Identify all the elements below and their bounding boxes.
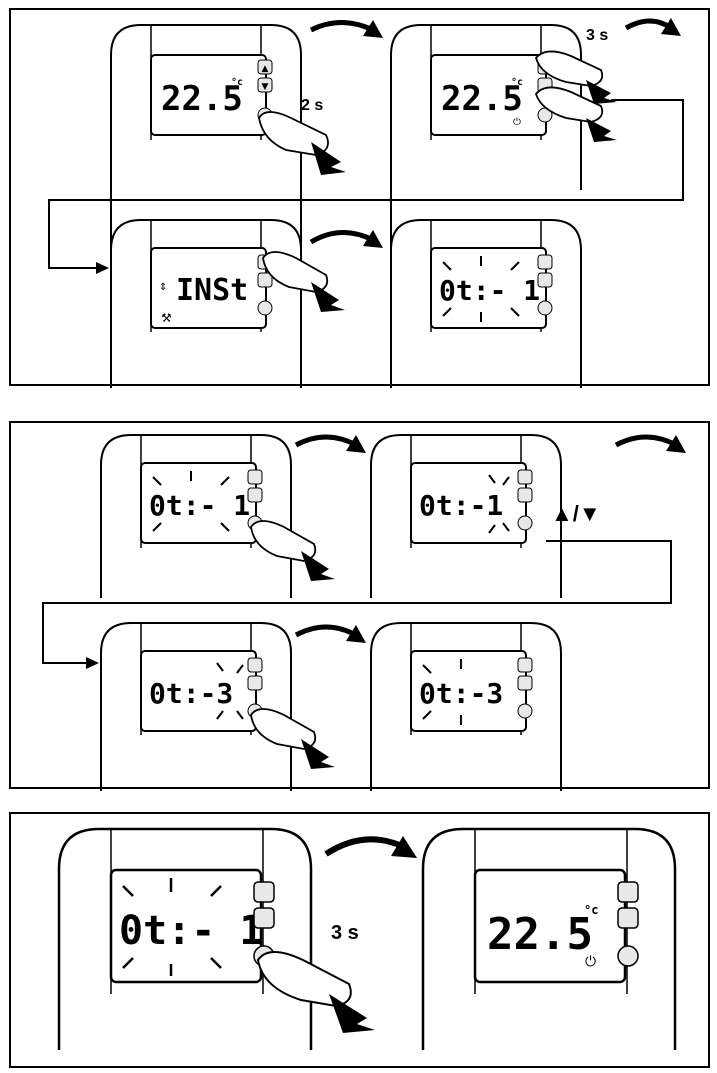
up-button[interactable] xyxy=(253,881,275,903)
lcd-ot-value: 0t:-3 xyxy=(419,677,503,710)
curved-arrow-icon xyxy=(294,624,358,638)
up-button[interactable] xyxy=(247,657,263,673)
lcd-screen xyxy=(410,462,527,544)
thermostat-device: 0t:-1 xyxy=(370,434,562,598)
down-button[interactable] xyxy=(617,907,639,929)
press-duration-label: 3 s xyxy=(586,27,608,44)
up-down-buttons-label: ▲/▼ xyxy=(551,501,601,526)
down-button[interactable] xyxy=(253,907,275,929)
down-button[interactable] xyxy=(247,487,263,503)
lcd-ot-value: 0t:- 1 xyxy=(439,274,540,307)
step-2-diagram: 0t:- 1 0t:-1 ▲/▼ 0t:-3 xyxy=(42,434,686,791)
thermostat-device: 0t:- 1 xyxy=(390,219,582,388)
down-button[interactable] xyxy=(257,77,273,93)
up-button[interactable] xyxy=(517,469,533,485)
finger-press-icon xyxy=(258,111,346,175)
lcd-unit: °c xyxy=(584,903,598,917)
down-button[interactable] xyxy=(517,675,533,691)
up-button[interactable] xyxy=(517,657,533,673)
thermostat-device: ⇕ INSt ⚒ xyxy=(110,219,302,388)
finger-press-icon xyxy=(256,951,375,1033)
lcd-screen xyxy=(150,247,267,329)
curved-arrow-icon xyxy=(614,434,678,448)
lcd-unit: °c xyxy=(511,77,523,88)
wrench-icon: ⚒ xyxy=(161,311,172,325)
down-button[interactable] xyxy=(257,272,273,288)
two-finger-press-icon xyxy=(534,50,617,142)
press-duration-label: 2 s xyxy=(301,97,323,114)
power-button[interactable] xyxy=(537,300,553,316)
power-button[interactable] xyxy=(617,945,639,967)
lcd-ot-value: 0t:- 1 xyxy=(149,489,250,522)
blink-indicator xyxy=(442,256,520,322)
updown-indicator-icon: ⇕ xyxy=(159,282,167,293)
lcd-ot-value: 0t:-1 xyxy=(419,489,503,522)
lcd-temperature: 22.5 xyxy=(441,79,523,119)
thermostat-device: 0t:-3 xyxy=(100,622,292,791)
up-button[interactable] xyxy=(537,254,553,270)
lcd-unit: °c xyxy=(231,77,243,88)
up-button[interactable] xyxy=(257,59,273,75)
lcd-ot-value: 0t:-3 xyxy=(149,677,233,710)
curved-arrow-icon xyxy=(309,20,375,33)
thermostat-device: 0t:- 1 xyxy=(100,434,292,598)
finger-press-icon xyxy=(250,520,335,581)
step-panel-3: 0t:- 1 3 s 22.5 °c ⏻ xyxy=(9,812,710,1068)
down-button[interactable] xyxy=(537,272,553,288)
finger-press-icon xyxy=(250,708,335,769)
thermostat-device: 0t:- 1 xyxy=(57,827,313,1050)
lcd-screen xyxy=(410,650,527,732)
finger-press-icon xyxy=(262,251,345,312)
lcd-temperature: 22.5 xyxy=(161,79,243,119)
down-button[interactable] xyxy=(247,675,263,691)
up-button[interactable] xyxy=(247,469,263,485)
flow-connector xyxy=(42,540,672,664)
lcd-screen xyxy=(140,462,257,544)
power-indicator-icon: ⏻ xyxy=(585,954,596,970)
lcd-screen xyxy=(150,54,267,136)
curved-arrow-icon xyxy=(309,229,375,245)
step-3-diagram: 0t:- 1 3 s 22.5 °c ⏻ xyxy=(57,827,677,1050)
press-duration-label: 3 s xyxy=(331,922,359,944)
curved-arrow-icon xyxy=(294,434,358,448)
thermostat-device: 0t:-3 xyxy=(370,622,562,791)
flow-connector xyxy=(48,99,684,269)
arrow-up-icon: ▲ xyxy=(262,64,269,74)
lcd-screen xyxy=(140,650,257,732)
power-button[interactable] xyxy=(257,300,273,316)
step-1-diagram: 22.5 °c ▲ ▼ ⏻ 2 s 22.5 °c ⏻ 3 s xyxy=(48,18,684,388)
step-panel-2: 0t:- 1 0t:-1 ▲/▼ 0t:-3 xyxy=(9,421,710,791)
thermostat-device: 22.5 °c ▲ ▼ ⏻ xyxy=(110,24,302,370)
lcd-ot-value: 0t:- 1 xyxy=(119,908,264,954)
lcd-temperature: 22.5 xyxy=(487,909,593,960)
power-indicator-icon: ⏻ xyxy=(513,117,521,128)
thermostat-device: 22.5 °c ⏻ xyxy=(421,827,677,1050)
lcd-screen xyxy=(430,247,547,329)
thermostat-device: 22.5 °c ⏻ xyxy=(390,24,582,370)
lcd-install-text: INSt xyxy=(176,273,248,308)
power-button[interactable] xyxy=(517,703,533,719)
down-button[interactable] xyxy=(517,487,533,503)
up-button[interactable] xyxy=(617,881,639,903)
curved-arrow-icon xyxy=(624,18,673,31)
arrow-down-icon: ▼ xyxy=(262,82,269,92)
power-button[interactable] xyxy=(517,515,533,531)
step-panel-1: 22.5 °c ▲ ▼ ⏻ 2 s 22.5 °c ⏻ 3 s xyxy=(9,8,710,388)
